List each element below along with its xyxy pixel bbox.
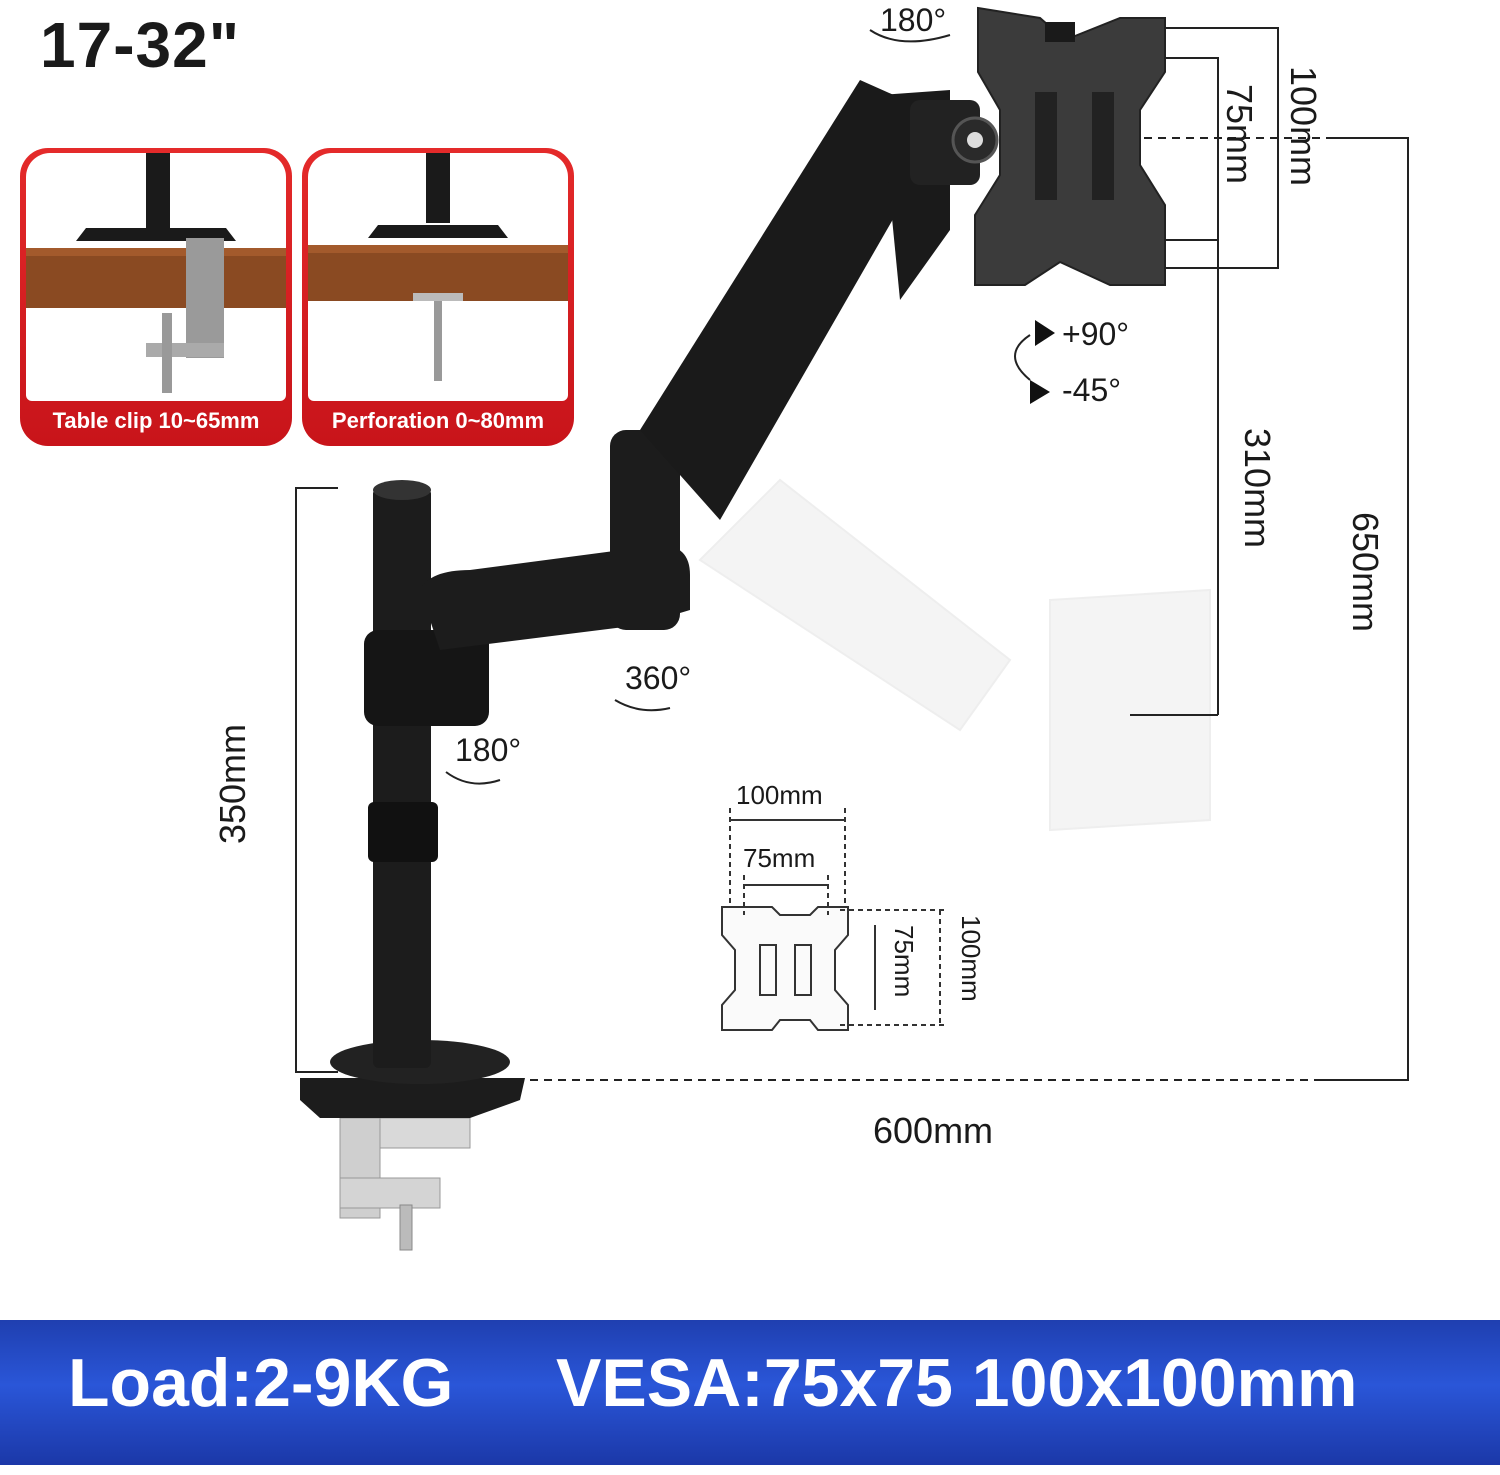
table-clip-illustration — [26, 153, 286, 401]
vesa-spec: VESA:75x75 100x100mm — [556, 1345, 1358, 1421]
lower-arm — [420, 430, 690, 650]
perforation-illustration — [308, 153, 568, 401]
tilt-up-label: +90° — [1062, 316, 1130, 352]
span-600mm-label: 600mm — [873, 1110, 994, 1151]
pole — [364, 480, 489, 1068]
vesa-h75-label: 75mm — [889, 925, 919, 998]
perforation-caption: Perforation 0~80mm — [331, 408, 545, 433]
pole-350mm-label: 350mm — [212, 724, 253, 845]
pole-rotate-label: 180° — [455, 732, 522, 768]
plate-75mm-label: 75mm — [1219, 84, 1260, 185]
vesa-w100-label: 100mm — [736, 780, 823, 810]
screen-size-label: 17-32" — [40, 9, 241, 81]
install-option-table-clip: Table clip 10~65mm — [20, 148, 292, 446]
arm-310mm-label: 310mm — [1237, 428, 1278, 549]
rotation-arrows — [445, 29, 1031, 785]
vesa-pattern-diagram — [721, 808, 945, 1031]
vesa-w75-label: 75mm — [743, 843, 816, 873]
upper-arm — [640, 80, 950, 520]
load-capacity: Load:2-9KG — [68, 1345, 454, 1421]
vesa-h100-label: 100mm — [956, 915, 986, 1002]
monitor-arm-diagram — [295, 6, 1409, 1251]
plate-100mm-label: 100mm — [1283, 66, 1324, 187]
head-swivel-label: 180° — [880, 2, 947, 38]
install-option-perforation: Perforation 0~80mm — [302, 148, 574, 446]
spec-banner: Load:2-9KG VESA:75x75 100x100mm — [0, 1320, 1500, 1465]
table-clip-caption: Table clip 10~65mm — [52, 408, 260, 433]
ghost-arm-position — [698, 478, 1211, 832]
vesa-plate — [974, 6, 1166, 286]
tilt-down-label: -45° — [1062, 372, 1122, 408]
arm-rotate-label: 360° — [625, 660, 692, 696]
tilt-joint — [910, 100, 999, 185]
reach-650mm-label: 650mm — [1345, 512, 1386, 633]
